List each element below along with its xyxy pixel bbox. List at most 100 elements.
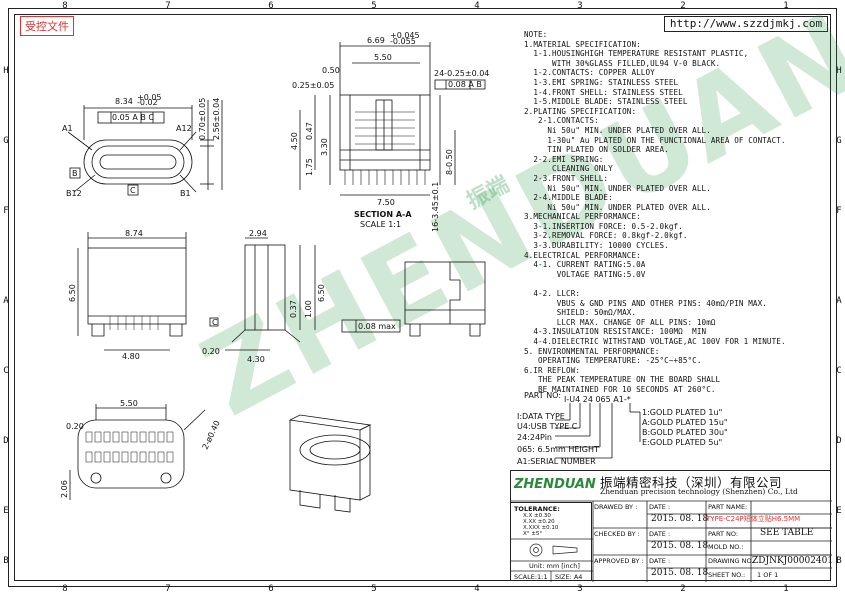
outer-frame [8,8,837,587]
col-number: 3 [577,1,583,11]
title-block-grid [511,500,832,582]
col-number: 2 [680,584,686,594]
dim-section-inner: 5.50 [374,53,392,62]
col-number: 3 [577,584,583,594]
dim-section-gdt: 0.08 A B [448,80,482,89]
dim-section-025: 0.25±0.05 [292,81,334,90]
dim-section-tol-minus: -0.055 [390,37,416,46]
dim-front-height: 6.50 [68,284,77,302]
col-number: 4 [474,1,480,11]
dim-pcb-550: 5.50 [120,399,138,408]
dim-section-050: 0.50 [322,66,340,75]
dim-side-294: 2.94 [249,229,267,238]
company-name-cn: 振端精密科技（深圳）有限公司 [600,475,783,490]
date-approved: 2015. 08. 18 [651,568,709,578]
label-a12: A12 [176,124,192,133]
sheet-value: 1 OF 1 [757,571,779,579]
dim-pcb-holes: 2-ø0.40 [201,419,222,451]
section-title: SECTION A-A [354,210,412,219]
dim-pcb-206: 2.06 [60,480,69,498]
part-no-height: 065: 6.5mm HEIGHT [517,445,599,454]
scale-label: SCALE:1:1 [514,573,548,581]
dim-side-430: 4.30 [247,355,265,364]
tolerance-row: X° ±5° [523,531,543,537]
part-no-usb: U4:USB TYPE C [517,422,578,431]
mold-no-label: MOLD NO.: [708,543,744,551]
label-a1: A1 [62,124,73,133]
col-number: 5 [371,584,377,594]
dim-front-width: 8.74 [125,229,143,238]
unit-label: Unit: mm [inch] [529,562,580,570]
tolerance-row: X.X ±0.30 [523,513,551,519]
plating-option: B:GOLD PLATED 30u" [642,428,728,437]
dim-section-450: 4.50 [290,132,299,150]
dim-top-tol-minus: -0.02 [137,98,158,107]
row-letter: B [3,556,9,566]
date-label: DATE : [649,503,671,511]
part-name-label: PART NAME: [708,503,748,511]
col-number: 7 [165,584,171,594]
part-no-label: PART NO: [524,391,561,400]
spec-notes: NOTE: 1.MATERIAL SPECIFICATION: 1-1.HOUS… [524,30,786,394]
dim-section-16: 16-3.45±0.1 [431,182,440,232]
row-letter: A [836,296,842,306]
date-label: DATE : [649,530,671,538]
row-letter: C [836,366,842,376]
col-number: 4 [474,584,480,594]
top-view-inner [91,145,185,179]
dim-section-width: 6.69 [367,36,385,45]
dim-height-a: 0.70±0.05 [198,98,207,140]
row-letter: G [3,136,9,146]
dim-pcb-020: 0.20 [66,422,84,431]
tolerance-row: X.XXX ±0.10 [523,525,559,531]
tolerance-label: TOLERANCE: [514,505,560,513]
drawn-by-label: DRAWED BY : [594,503,638,511]
dim-top-tol-plus: +0.05 [137,93,162,102]
part-no-data-type: I:DATA TYPE [517,412,565,421]
dim-section-750: 7.50 [377,198,395,207]
label-c: C [130,186,136,195]
col-number: 1 [783,584,789,594]
website-url[interactable]: http://www.szzdjmkj.com [664,16,828,32]
dim-top-width: 8.34 [115,97,133,106]
row-letter: H [3,66,9,76]
drawing-no-label: DRAWING NO.: [708,557,756,565]
dim-side-100: 1.00 [304,300,313,318]
row-letter: D [3,436,9,446]
tolerance-row: X.XX ±0.20 [523,519,555,525]
tolerance-block: TOLERANCE: X.X ±0.30 X.XX ±0.20 X.XXX ±0… [510,502,593,582]
label-side-c: C [212,318,218,327]
dim-section-047: 0.47 [305,122,314,140]
dim-section-850: 8-0.50 [445,149,454,175]
approved-by-label: APPROVED BY : [594,557,644,565]
row-letter: A [3,296,9,306]
dim-side-020: 0.20 [202,347,220,356]
dim-gdt-frame: 0.05 A B C [112,113,154,122]
part-name-value: TYPE-C24P短体立贴H6.5MM [706,515,801,523]
row-letter: B [836,556,842,566]
drawing-no-value: ZDJNKJ00002401 [752,556,834,566]
col-number: 6 [268,1,274,11]
col-number: 2 [680,1,686,11]
part-no-serial: A1:SERIAL NUMBER [517,457,596,466]
col-number: 1 [783,1,789,11]
controlled-document-stamp: 受控文件 [20,16,74,36]
row-letter: D [836,436,842,446]
checked-by-label: CHECKED BY : [594,530,640,538]
flatness-gdt [341,319,401,333]
part-no-label: PART NO: [708,530,739,538]
dim-section-24: 24-0.25±0.04 [434,69,489,78]
plating-option: 1:GOLD PLATED 1u" [642,408,722,417]
label-b12: B12 [66,189,82,198]
date-label: DATE : [649,557,671,565]
row-letter: C [3,366,9,376]
row-letter: E [3,506,9,516]
row-letter: F [3,206,9,216]
plating-option: E:GOLD PLATED 5u" [642,438,722,447]
col-number: 5 [371,1,377,11]
col-number: 7 [165,1,171,11]
col-number: 6 [268,584,274,594]
dim-section-330: 3.30 [320,138,329,156]
